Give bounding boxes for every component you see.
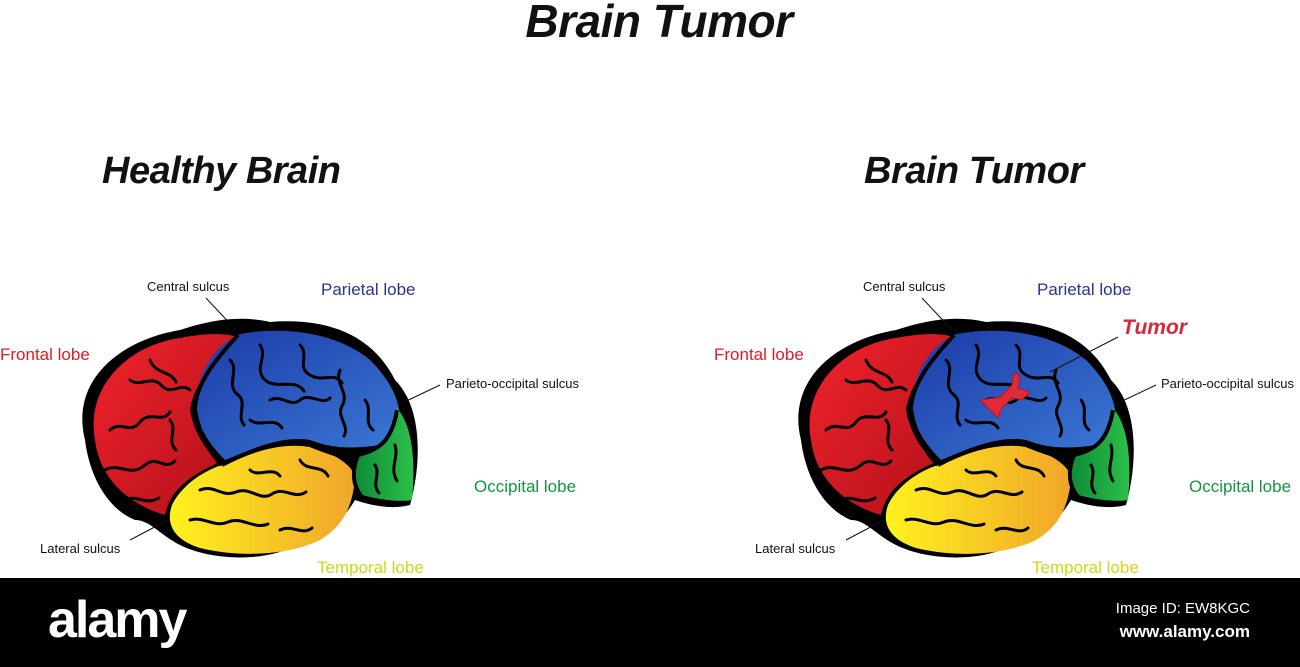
brain-tumor-heading: Brain Tumor	[864, 150, 1084, 192]
parieto-occipital-sulcus-label: Parieto-occipital sulcus	[1161, 376, 1294, 391]
footer-bar: alamy Image ID: EW8KGC www.alamy.com	[0, 578, 1300, 667]
lateral-sulcus-label: Lateral sulcus	[755, 541, 836, 556]
tumor-label: Tumor	[1122, 316, 1187, 339]
parietal-lobe-label: Parietal lobe	[321, 280, 416, 299]
footer-url-text: www.alamy.com	[1119, 622, 1250, 641]
occipital-lobe-label: Occipital lobe	[474, 477, 577, 496]
page-title: Brain Tumor	[525, 0, 793, 47]
healthy-brain-heading: Healthy Brain	[102, 150, 341, 192]
central-sulcus-label: Central sulcus	[863, 279, 946, 294]
frontal-lobe-label: Frontal lobe	[0, 345, 90, 364]
lateral-sulcus-label: Lateral sulcus	[40, 541, 121, 556]
tumor-mass	[978, 371, 1031, 419]
temporal-lobe-label: Temporal lobe	[1032, 558, 1139, 577]
image-id-text: Image ID: EW8KGC	[1115, 600, 1250, 617]
occipital-lobe-label: Occipital lobe	[1189, 477, 1292, 496]
central-sulcus-label: Central sulcus	[147, 279, 230, 294]
alamy-logo: alamy	[48, 591, 187, 649]
parieto-occipital-sulcus-label: Parieto-occipital sulcus	[446, 376, 579, 391]
parietal-lobe-label: Parietal lobe	[1037, 280, 1132, 299]
temporal-lobe-label: Temporal lobe	[317, 558, 424, 577]
frontal-lobe-label: Frontal lobe	[714, 345, 804, 364]
